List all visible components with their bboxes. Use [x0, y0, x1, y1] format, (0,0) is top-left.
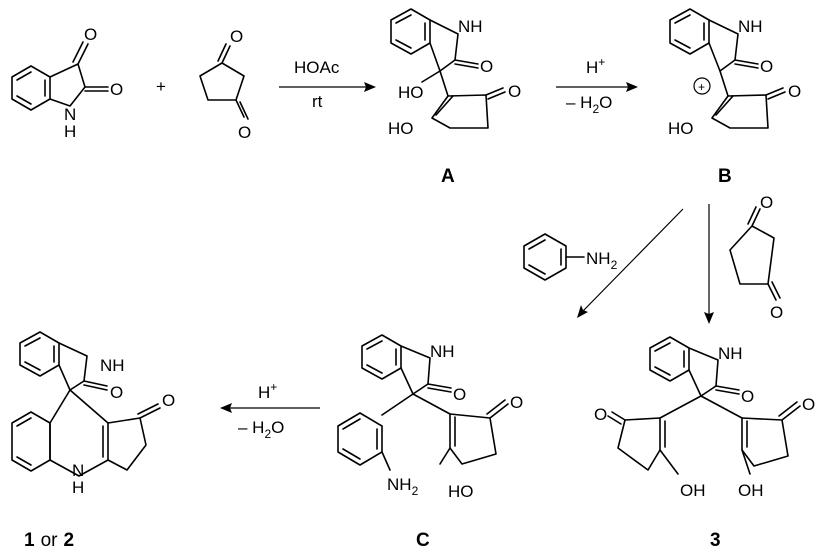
aniline-nh2: NH2 — [586, 249, 618, 272]
cpd-o-bottom: O — [238, 123, 251, 142]
b-charge-circle — [693, 77, 711, 95]
c-ho: HO — [448, 482, 474, 501]
label-a: A — [441, 166, 455, 187]
label-b: B — [718, 166, 732, 187]
plus-sign: + — [156, 77, 166, 96]
cyclopentanedione-reagent: O O — [729, 193, 783, 322]
isatin-structure: O O N H — [11, 25, 123, 141]
p3-oh-right: OH — [738, 481, 764, 500]
arrow-step2: H+ – H2O — [556, 55, 638, 116]
p3-o-lactam: O — [741, 387, 754, 406]
c-nh: NH — [430, 342, 455, 361]
cond3-minus-water: – H2O — [238, 418, 284, 441]
b-o-ketone: O — [788, 82, 801, 101]
arrow-b-to-c — [577, 208, 684, 318]
p12-nh: NH — [100, 356, 125, 375]
cond-hoac: HOAc — [294, 58, 340, 77]
label-3: 3 — [710, 530, 721, 551]
reagent-o-bottom: O — [770, 303, 783, 322]
a-ho-enol: HO — [388, 119, 414, 138]
p3-o-right: O — [802, 395, 815, 414]
b-ho-enol: HO — [668, 119, 694, 138]
cond2-minus-water: – H2O — [566, 93, 612, 116]
cond-rt: rt — [312, 92, 323, 111]
a-nh: NH — [458, 17, 483, 36]
arrow-b-to-3 — [704, 204, 714, 324]
a-ho-3: HO — [398, 83, 424, 102]
isatin-o2: O — [110, 80, 123, 99]
intermediate-b-structure: + NH O O HO — [668, 8, 801, 138]
c-o-lactam: O — [453, 385, 466, 404]
p12-h: H — [72, 478, 84, 497]
b-nh: NH — [738, 17, 763, 36]
cond2-h: H+ — [586, 55, 605, 77]
label-c: C — [416, 530, 430, 551]
p3-o-left: O — [594, 405, 607, 424]
product-3-structure: NH O O O OH OH — [594, 336, 815, 500]
b-charge: + — [698, 80, 705, 94]
intermediate-c-structure: NH O O NH2 HO — [337, 334, 523, 501]
intermediate-a-structure: NH O HO O HO — [388, 8, 521, 138]
arrow-step1: HOAc rt — [279, 58, 376, 111]
p12-o-ketone: O — [162, 391, 175, 410]
isatin-h: H — [64, 122, 76, 141]
arrow-step3: H+ – H2O — [220, 380, 320, 441]
a-o-lactam: O — [480, 57, 493, 76]
p3-oh-left: OH — [680, 481, 706, 500]
cpd-o-top: O — [230, 27, 243, 46]
aniline-structure: NH2 — [523, 233, 618, 281]
cond3-h: H+ — [258, 380, 277, 402]
reagent-o-top: O — [760, 193, 773, 212]
c-nh2: NH2 — [387, 475, 419, 498]
p12-n: N — [72, 461, 84, 480]
isatin-o3: O — [84, 25, 97, 44]
a-o-ketone: O — [508, 82, 521, 101]
p3-nh: NH — [718, 344, 743, 363]
isatin-n: N — [64, 105, 76, 124]
product-1-2-structure: NH O O N H — [11, 331, 175, 497]
cyclopentanedione-structure: O O — [199, 27, 251, 142]
c-o-ketone: O — [510, 393, 523, 412]
b-o-lactam: O — [760, 57, 773, 76]
p12-o-lactam: O — [110, 383, 123, 402]
